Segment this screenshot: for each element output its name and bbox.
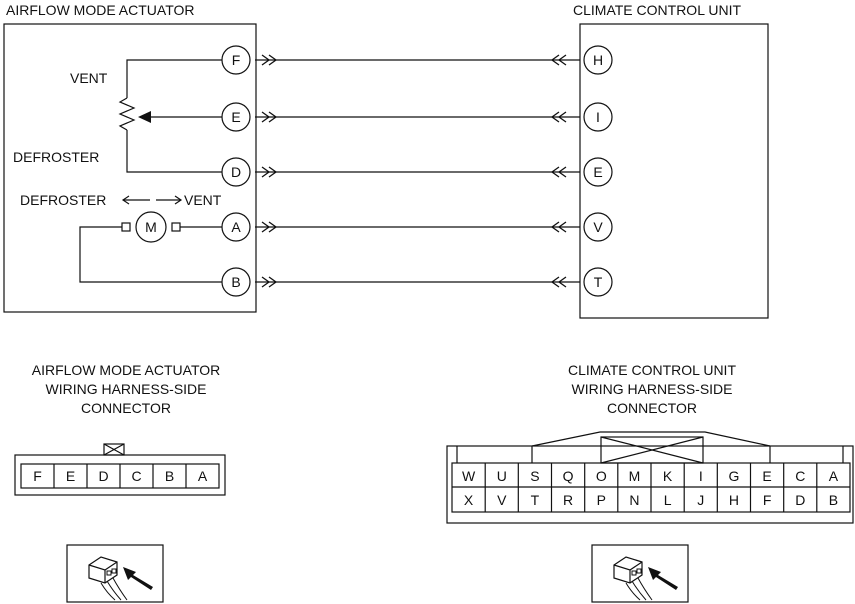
left-pin-label: E	[231, 109, 240, 125]
right-connector-cell: D	[795, 492, 805, 508]
left-connector-cell: C	[131, 468, 141, 484]
right-connector-cell: J	[697, 492, 704, 508]
left-pin-label: A	[231, 219, 241, 235]
connector-chevrons	[261, 54, 567, 288]
right-connector-cell: U	[497, 468, 507, 484]
right-connector-title-line3: CONNECTOR	[607, 400, 697, 416]
right-connector-cell: H	[729, 492, 739, 508]
right-connector-cell: A	[829, 468, 839, 484]
right-unit-box	[579, 23, 769, 319]
left-connector-cell: E	[66, 468, 75, 484]
left-connector-title-line3: CONNECTOR	[81, 400, 171, 416]
right-connector-cell: Q	[563, 468, 574, 484]
right-connector-cell: C	[795, 468, 805, 484]
left-connector-title-line1: AIRFLOW MODE ACTUATOR	[32, 362, 221, 378]
harness-wires	[255, 59, 580, 283]
right-terminals: H I E V T	[583, 45, 613, 297]
right-connector-cell: G	[728, 468, 739, 484]
connector-view-icon	[591, 544, 689, 603]
right-pin-label: V	[593, 219, 603, 235]
left-connector-face	[14, 443, 226, 496]
direction-arrows-icon	[121, 195, 183, 205]
right-unit-title: CLIMATE CONTROL UNIT	[573, 2, 741, 18]
left-connector-title-line2: WIRING HARNESS-SIDE	[45, 381, 206, 397]
connector-view-icon	[66, 544, 164, 603]
left-unit-title: AIRFLOW MODE ACTUATOR	[6, 2, 195, 18]
right-pin-label: T	[594, 274, 603, 290]
right-connector-cell: F	[763, 492, 772, 508]
right-connector-cell: W	[462, 468, 476, 484]
right-connector-title-line2: WIRING HARNESS-SIDE	[571, 381, 732, 397]
left-terminals: F E D A B	[221, 45, 251, 297]
right-connector-cell: X	[464, 492, 474, 508]
right-connector-cell: S	[530, 468, 539, 484]
right-pin-v	[583, 212, 613, 242]
right-connector-cell: N	[629, 492, 639, 508]
left-connector-cell: F	[33, 468, 42, 484]
defroster-label: DEFROSTER	[13, 149, 99, 165]
right-connector-cell: L	[664, 492, 672, 508]
right-connector-title-line1: CLIMATE CONTROL UNIT	[568, 362, 736, 378]
vent-label: VENT	[70, 70, 108, 86]
direction-vent-label: VENT	[184, 192, 222, 208]
right-connector-cell: V	[497, 492, 507, 508]
right-connector-cell: B	[829, 492, 838, 508]
right-pin-label: I	[596, 109, 600, 125]
right-connector-cell: I	[699, 468, 703, 484]
right-pin-e	[583, 157, 613, 187]
right-pin-i	[583, 102, 613, 132]
left-pin-label: D	[231, 164, 241, 180]
left-connector-cells: F E D C B A	[33, 468, 208, 484]
left-connector-cell: D	[98, 468, 108, 484]
right-pin-h	[583, 45, 613, 75]
wiper-arrow-icon	[138, 111, 151, 123]
right-connector-cell: O	[596, 468, 607, 484]
left-connector-cell: B	[165, 468, 174, 484]
right-connector-cell: K	[663, 468, 673, 484]
motor-label: M	[145, 219, 157, 235]
left-unit-box	[3, 23, 257, 313]
left-connector-cell: A	[198, 468, 208, 484]
right-connector-dividers	[484, 463, 818, 512]
right-connector-cell: M	[629, 468, 641, 484]
right-pin-label: H	[593, 52, 603, 68]
right-connector-cell: T	[531, 492, 540, 508]
left-pin-label: B	[231, 274, 240, 290]
motor-circuit	[79, 211, 222, 283]
direction-defroster-label: DEFROSTER	[20, 192, 106, 208]
right-connector-face	[446, 431, 854, 524]
right-connector-cell: P	[597, 492, 606, 508]
right-pin-label: E	[593, 164, 602, 180]
right-connector-cell: R	[563, 492, 573, 508]
right-connector-cell: E	[762, 468, 771, 484]
right-connector-top-row: W U S Q O M K I G E C A	[462, 468, 839, 484]
left-pin-label: F	[232, 52, 241, 68]
right-connector-bottom-row: X V T R P N L J H F D B	[464, 492, 838, 508]
right-pin-t	[583, 267, 613, 297]
potentiometer	[118, 59, 222, 173]
